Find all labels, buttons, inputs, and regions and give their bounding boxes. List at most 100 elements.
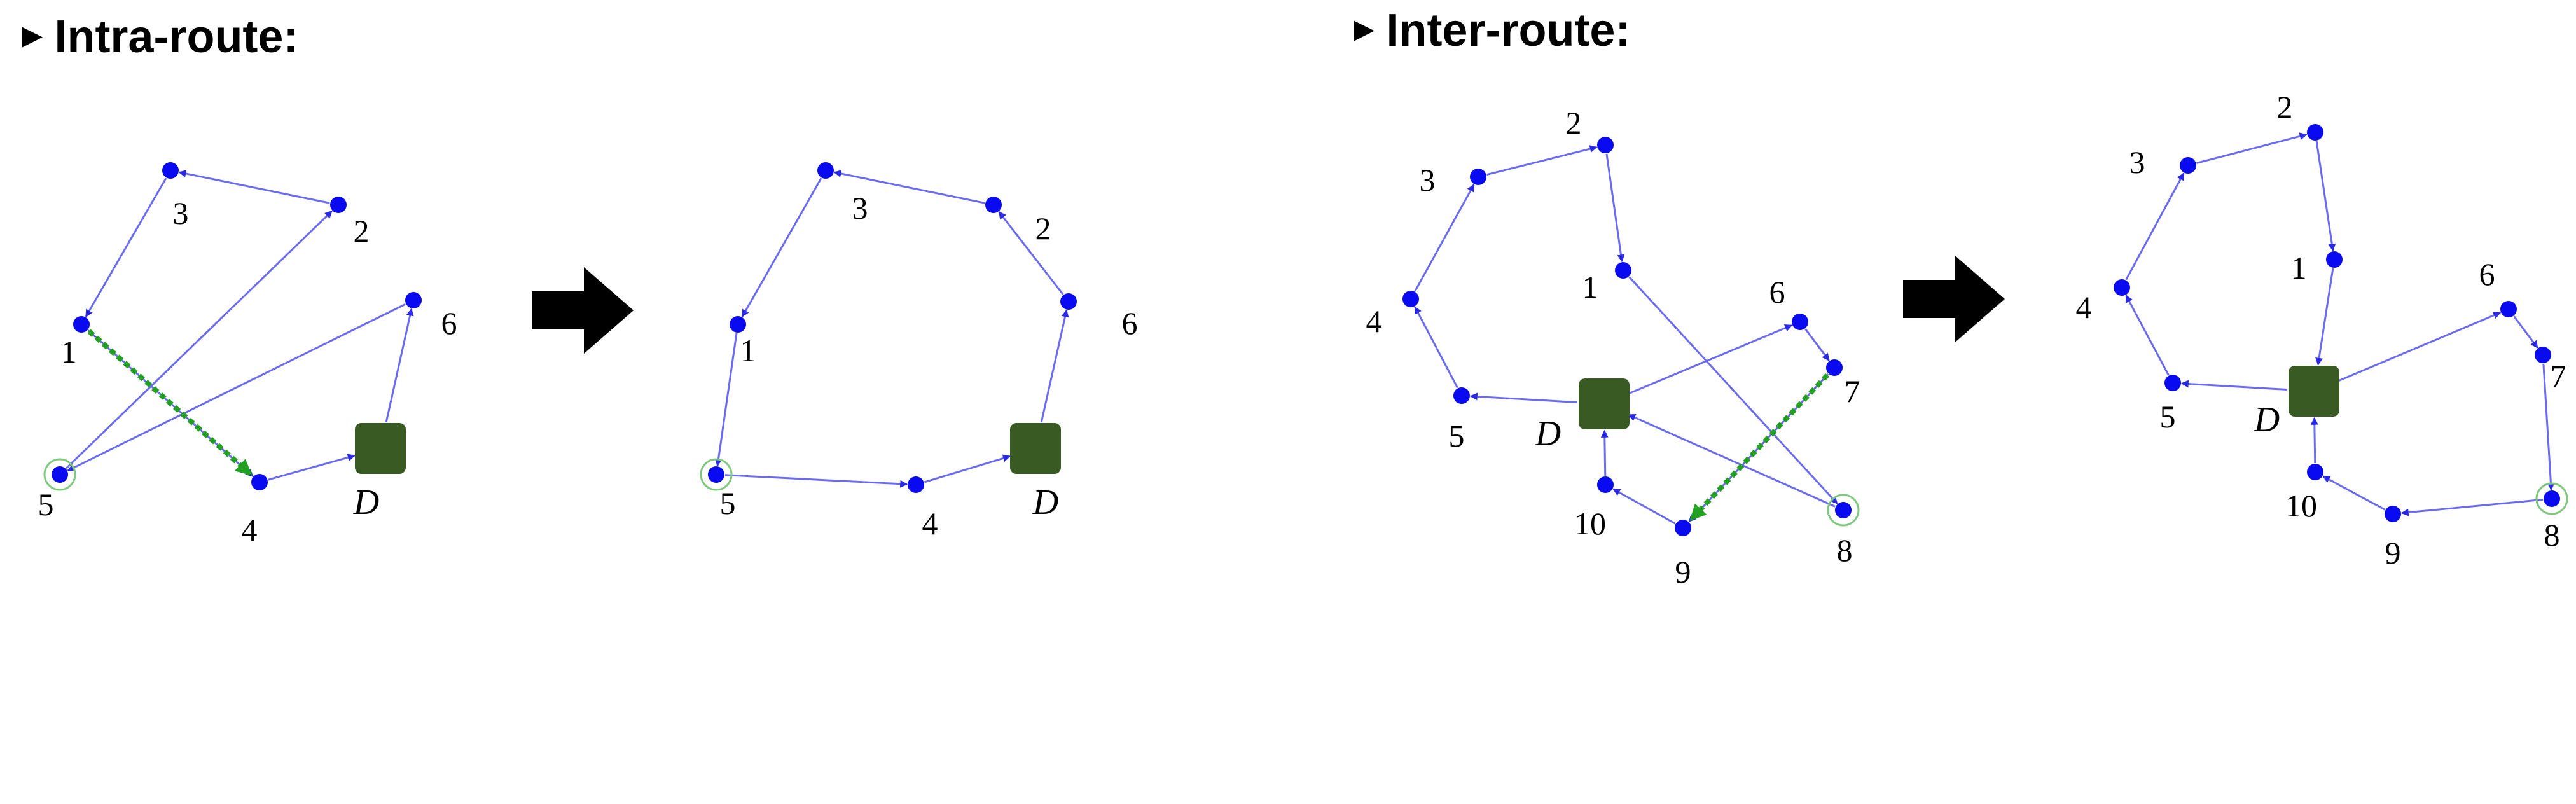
- moves-layer: [87, 329, 1829, 522]
- node-label-1: 1: [1582, 269, 1598, 305]
- depot-label: D: [353, 483, 379, 522]
- node-label-4: 4: [1366, 303, 1382, 339]
- customer-node-4: [908, 476, 924, 493]
- route-edge-8-to-D: [1628, 413, 1836, 508]
- route-edge-D-to-5: [1469, 392, 1578, 404]
- customer-node-2: [2307, 124, 2323, 141]
- customer-node-5: [1453, 387, 1470, 404]
- move-arrow-1-to-4: [87, 329, 253, 477]
- node-label-7: 7: [2551, 358, 2566, 394]
- customer-node-6: [1060, 293, 1077, 310]
- customer-node-5: [708, 466, 724, 483]
- customer-node-4: [2114, 279, 2130, 296]
- route-edge-D-to-6: [385, 308, 414, 423]
- highlight-ring: [700, 458, 733, 491]
- highlight-ring: [43, 458, 76, 491]
- route-edge-7-to-8: [2542, 363, 2555, 491]
- route-edge-2-to-1: [1605, 153, 1625, 263]
- route-edge-1-to-8: [1628, 276, 1838, 504]
- depot-square: [355, 423, 406, 474]
- node-label-9: 9: [2385, 535, 2401, 571]
- customer-node-4: [251, 474, 268, 490]
- node-label-5: 5: [720, 485, 736, 521]
- route-edge-5-to-2: [66, 210, 333, 469]
- route-edge-2-to-1: [2315, 141, 2336, 252]
- node-label-3: 3: [1420, 162, 1436, 198]
- inter-before-edges: [1414, 145, 1838, 525]
- node-label-7: 7: [1845, 373, 1860, 409]
- intra-route-title-text: Intra-route:: [54, 11, 299, 62]
- customer-node-6: [1792, 314, 1808, 330]
- node-label-1: 1: [2291, 250, 2307, 286]
- route-edge-1-to-5: [714, 333, 738, 467]
- node-label-2: 2: [354, 213, 370, 249]
- route-edge-9-to-10: [2322, 475, 2386, 511]
- inter-after-edges: [2125, 132, 2555, 516]
- customer-node-2: [330, 197, 347, 213]
- route-edge-3-to-1: [85, 177, 167, 317]
- node-label-3: 3: [852, 190, 868, 226]
- customer-node-1: [2326, 251, 2343, 268]
- customer-node-8: [1835, 502, 1852, 518]
- route-edge-4-to-D: [924, 454, 1011, 483]
- customer-node-10: [2307, 464, 2323, 480]
- route-edge-5-to-4: [2125, 295, 2170, 376]
- inter-route-title: ►Inter-route:: [1347, 8, 1630, 53]
- node-label-4: 4: [2076, 289, 2092, 325]
- route-edge-6-to-5: [67, 303, 406, 472]
- route-edge-2-to-3: [833, 170, 985, 204]
- node-label-5: 5: [1449, 418, 1465, 454]
- route-edge-6-to-2: [998, 211, 1064, 295]
- customer-node-5: [2164, 375, 2181, 391]
- route-edge-1-to-D: [2315, 268, 2334, 366]
- route-edge-3-to-2: [2196, 132, 2308, 164]
- customer-node-1: [730, 316, 746, 333]
- customer-node-2: [985, 197, 1002, 213]
- customer-node-1: [73, 316, 90, 333]
- transition-arrow-icon: [1903, 256, 2005, 342]
- customer-node-3: [2180, 157, 2196, 174]
- triangle-bullet-icon: ►: [15, 17, 50, 55]
- edges-layer: [66, 132, 2555, 525]
- route-edge-6-to-7: [2513, 315, 2538, 349]
- route-edge-4-to-D: [268, 454, 356, 481]
- route-edge-6-to-7: [1804, 328, 1830, 361]
- node-label-6: 6: [441, 305, 457, 341]
- node-label-1: 1: [740, 333, 756, 368]
- inter-route-title-text: Inter-route:: [1386, 5, 1631, 56]
- node-label-6: 6: [2479, 256, 2495, 292]
- node-label-2: 2: [1035, 211, 1051, 246]
- node-label-2: 2: [2277, 89, 2293, 125]
- node-label-5: 5: [2160, 399, 2176, 434]
- intra-after-edges: [714, 170, 1069, 488]
- node-label-9: 9: [1675, 554, 1691, 590]
- route-edge-D-to-6: [2338, 312, 2502, 382]
- route-edge-D-to-5: [2180, 380, 2288, 391]
- node-label-6: 6: [1122, 305, 1138, 341]
- route-edge-D-to-6: [1040, 309, 1069, 423]
- highlight-ring: [1827, 494, 1860, 527]
- depot-label: D: [1032, 483, 1058, 522]
- route-edge-5-to-4: [1414, 306, 1458, 389]
- move-arrow-7-to-9: [1689, 373, 1829, 522]
- customer-node-6: [405, 292, 422, 308]
- transition-arrows-layer: [532, 256, 2005, 354]
- customer-node-7: [2535, 347, 2551, 363]
- route-edge-3-to-2: [1486, 145, 1598, 176]
- transition-arrow-icon: [532, 267, 634, 354]
- node-label-4: 4: [922, 506, 938, 541]
- depot-square: [1010, 423, 1061, 474]
- customer-node-5: [52, 466, 68, 483]
- depot-label: D: [2254, 400, 2280, 440]
- route-edge-4-to-3: [1414, 184, 1475, 292]
- customer-node-10: [1597, 476, 1614, 493]
- customer-node-3: [817, 162, 834, 179]
- customer-node-7: [1826, 359, 1843, 376]
- node-label-8: 8: [1837, 532, 1853, 568]
- customer-node-9: [1675, 520, 1691, 536]
- route-edge-D-to-6: [1628, 324, 1793, 395]
